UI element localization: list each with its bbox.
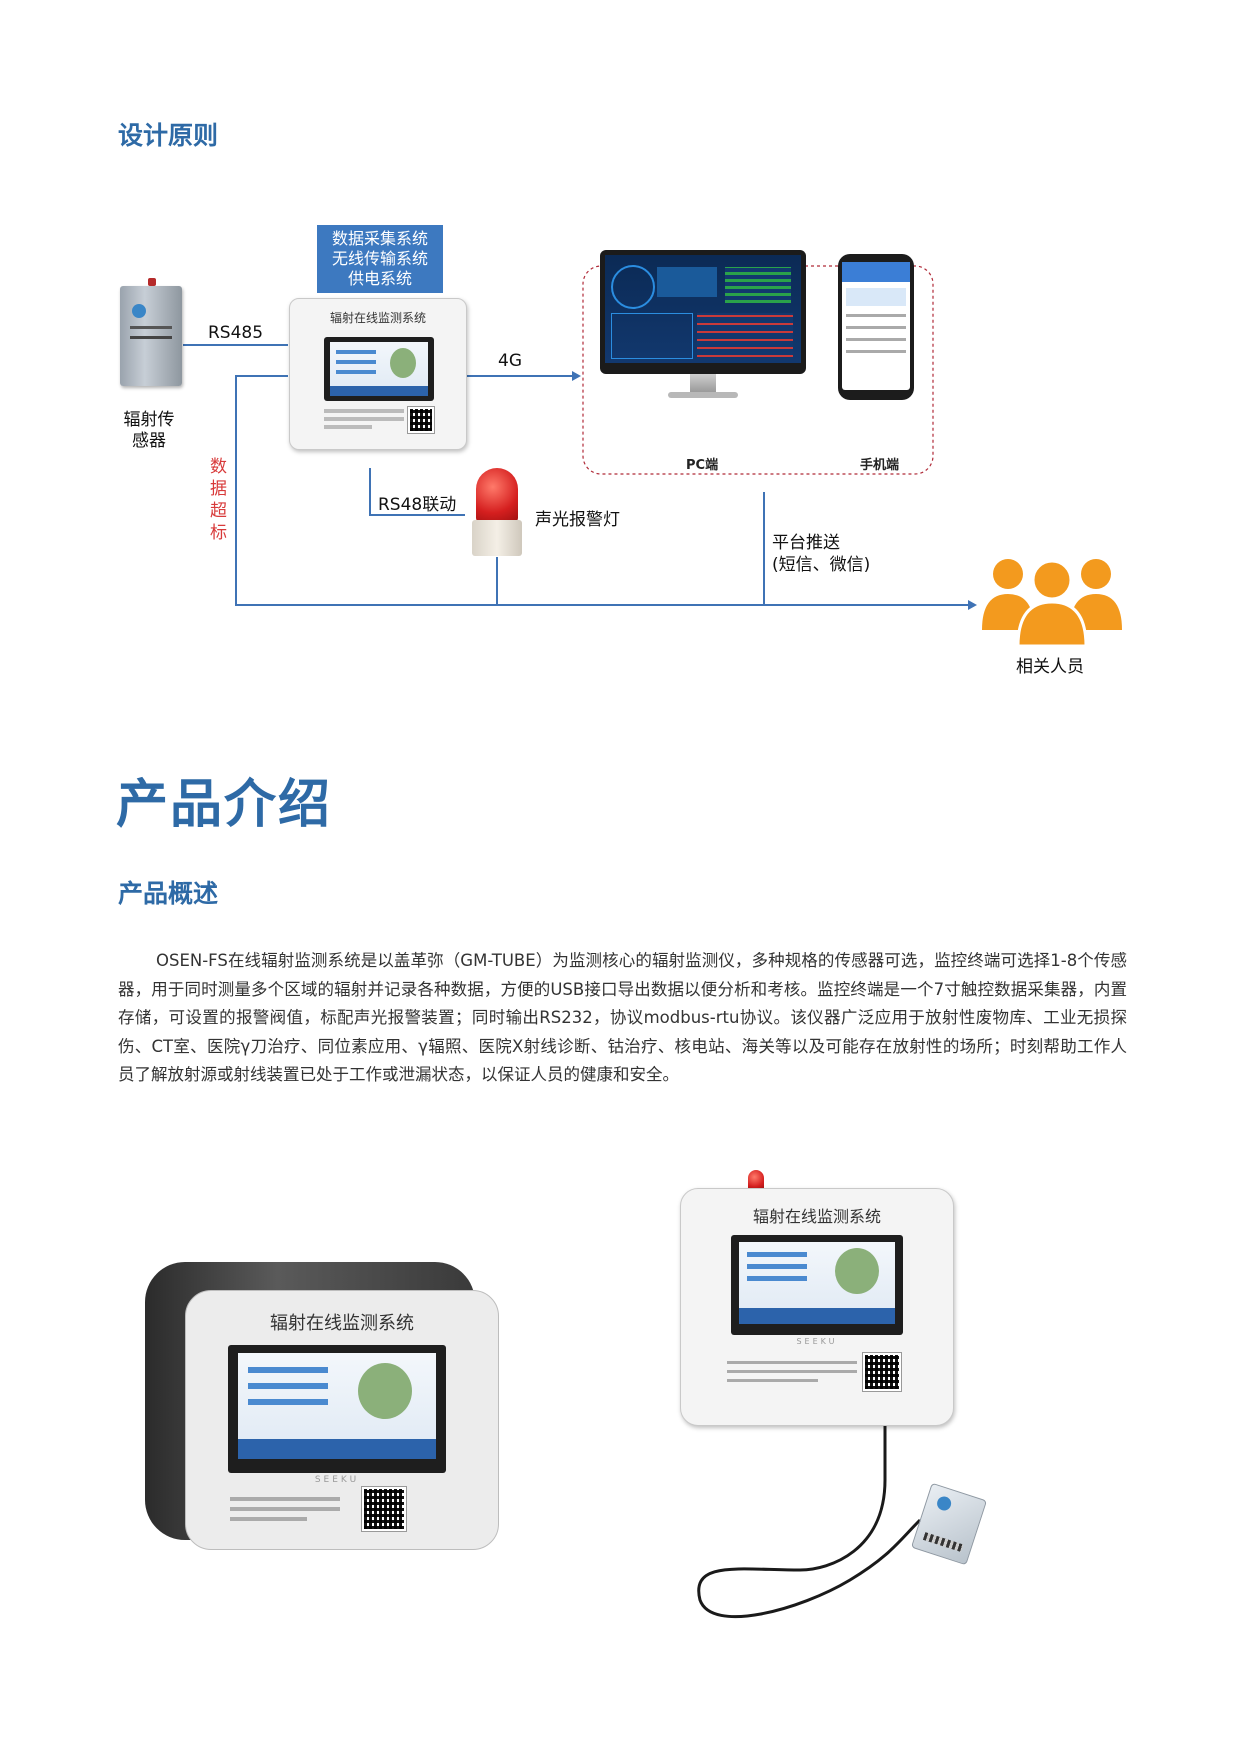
system-components-box: 数据采集系统 无线传输系统 供电系统 bbox=[317, 225, 443, 293]
section-heading-product-overview: 产品概述 bbox=[118, 879, 219, 908]
platform-push-line2: (短信、微信) bbox=[772, 555, 871, 575]
sensor-cable bbox=[697, 1426, 922, 1619]
section-heading-design-principle: 设计原则 bbox=[118, 121, 219, 150]
platform-push-label: 平台推送 (短信、微信) bbox=[772, 532, 870, 576]
left-device-title: 辐射在线监测系统 bbox=[270, 1313, 414, 1334]
terminal-title: 辐射在线监测系统 bbox=[329, 311, 426, 325]
mobile-phone-image bbox=[838, 254, 914, 400]
4g-label: 4G bbox=[498, 351, 522, 371]
related-people-label: 相关人员 bbox=[1016, 657, 1084, 677]
product-overview-paragraph: OSEN-FS在线辐射监测系统是以盖革弥（GM-TUBE）为监测核心的辐射监测仪… bbox=[118, 951, 1127, 1084]
alarm-light-label: 声光报警灯 bbox=[535, 510, 620, 530]
sensor-label: 辐射传感器 bbox=[123, 410, 175, 451]
left-device-brand: SEEKU bbox=[314, 1475, 360, 1485]
product-photo-right: 辐射在线监测系统 SEEKU bbox=[680, 1170, 1000, 1630]
section-heading-product-intro: 产品介绍 bbox=[116, 775, 333, 835]
data-exceed-label: 数据超标 bbox=[210, 457, 227, 543]
alarm-light-image bbox=[472, 468, 522, 558]
phone-label: 手机端 bbox=[860, 458, 900, 473]
product-photo-left: 辐射在线监测系统 SEEKU bbox=[145, 1262, 499, 1550]
system-diagram: 辐射传感器 RS485 数据采集系统 无线传输系统 供电系统 辐射在线监测系统 … bbox=[0, 200, 1241, 680]
platform-push-line1: 平台推送 bbox=[772, 533, 840, 553]
right-device-brand: SEEKU bbox=[796, 1337, 838, 1346]
component-power: 供电系统 bbox=[347, 269, 412, 288]
rs485-label: RS485 bbox=[208, 323, 264, 343]
pc-label: PC端 bbox=[686, 458, 719, 473]
related-people-icon bbox=[982, 559, 1122, 648]
rs48-linkage-label: RS48联动 bbox=[378, 495, 457, 515]
right-device-title: 辐射在线监测系统 bbox=[752, 1207, 881, 1226]
component-wireless: 无线传输系统 bbox=[331, 249, 428, 268]
monitoring-terminal-diagram: 辐射在线监测系统 bbox=[289, 298, 467, 450]
component-data-collection: 数据采集系统 bbox=[331, 229, 428, 248]
pc-monitor-image bbox=[600, 250, 806, 410]
radiation-sensor-image bbox=[120, 278, 182, 386]
